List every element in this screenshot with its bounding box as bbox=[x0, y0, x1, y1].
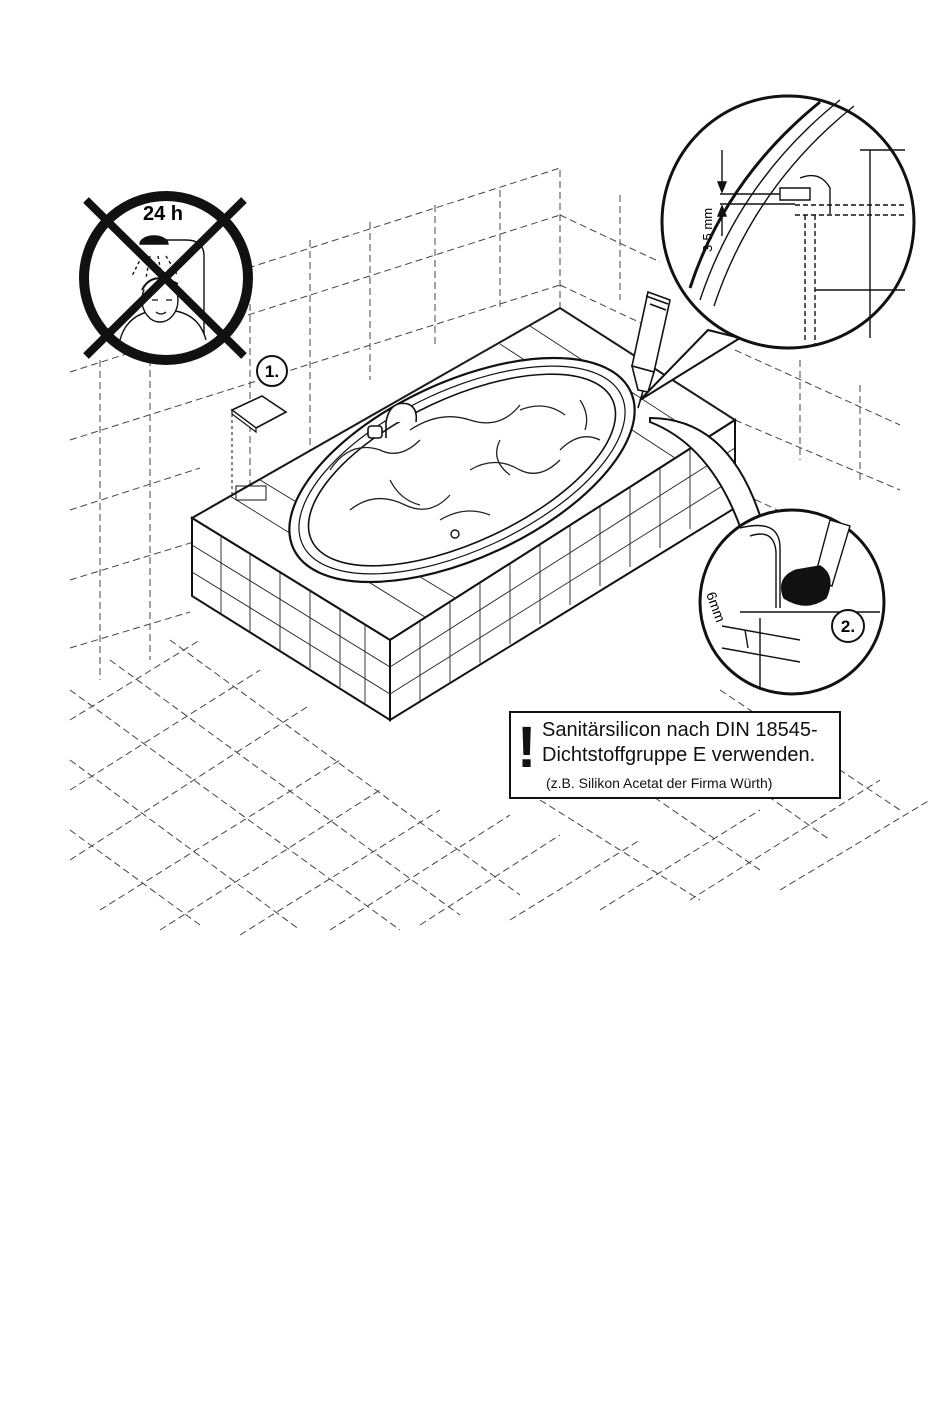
step-2-label: 2. bbox=[841, 617, 855, 636]
notice-box: ! Sanitärsilicon nach DIN 18545- Dichtst… bbox=[509, 711, 841, 799]
duration-label: 24 h bbox=[143, 203, 183, 225]
step-1-badge: 1. bbox=[257, 356, 287, 386]
step-1-label: 1. bbox=[265, 362, 279, 381]
gap-label: 3-5 mm bbox=[700, 208, 715, 252]
notice-line-2: Dichtstoffgruppe E verwenden. bbox=[542, 744, 815, 767]
notice-line-1: Sanitärsilicon nach DIN 18545- bbox=[542, 719, 818, 742]
no-shower-icon: 24 h bbox=[84, 196, 248, 360]
step-2-badge: 2. bbox=[832, 610, 864, 642]
drying-tile bbox=[232, 396, 286, 432]
notice-line-3: (z.B. Silikon Acetat der Firma Würth) bbox=[546, 775, 772, 791]
warning-icon: ! bbox=[517, 719, 536, 777]
detail-gap-callout: 3-5 mm bbox=[640, 96, 914, 400]
